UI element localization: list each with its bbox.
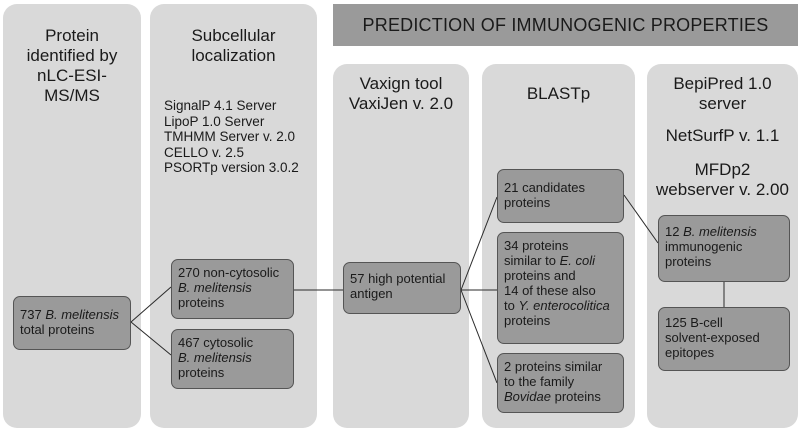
column-protein-identified: Protein identified by nLC-ESI- MS/MS [3, 4, 141, 428]
node-text: similar to [504, 253, 560, 268]
node-text: proteins [665, 254, 712, 269]
node-text-italic: B. melitensis [45, 307, 120, 322]
node-text: 270 non-cytosolic [178, 265, 280, 280]
node-text: 737 [20, 307, 46, 322]
column-protein-title: Protein identified by nLC-ESI- MS/MS [3, 26, 141, 106]
node-text: proteins [504, 195, 551, 210]
node-text-italic: Y. enterocolitica [518, 298, 610, 313]
node-text: to the family [504, 374, 575, 389]
node-text: 12 [665, 224, 684, 239]
node-text: 14 of these also [504, 283, 596, 298]
node-text-italic: E. coli [559, 253, 596, 268]
node-text-italic: B. melitensis [683, 224, 757, 239]
link-antigen-to-bovidae [460, 289, 498, 384]
node-ecoli-similar: 34 proteins similar to E. coli proteins … [497, 232, 624, 344]
node-text: proteins [504, 313, 551, 328]
node-text: antigen [350, 286, 393, 301]
tool-item: LipoP 1.0 Server [164, 113, 265, 129]
node-text: proteins [178, 295, 225, 310]
node-bovidae-similar: 2 proteins similar to the family Bovidae… [497, 353, 624, 413]
column-vaxign-title: Vaxign tool VaxiJen v. 2.0 [333, 74, 469, 114]
link-candidates-to-immunogenic [623, 194, 659, 244]
title-line: Vaxign tool [359, 74, 443, 93]
title-line: BLASTp [526, 84, 591, 103]
tool-item: SignalP 4.1 Server [164, 98, 277, 113]
title-line: nLC-ESI- [37, 66, 107, 85]
title-line: Subcellular [191, 26, 276, 45]
title-line: identified by [26, 46, 118, 65]
node-text: solvent-exposed [665, 330, 760, 345]
link-total-to-noncytosolic [130, 286, 172, 323]
node-text: total proteins [20, 322, 95, 337]
title-line: webserver v. 2.00 [656, 180, 789, 199]
node-text: 125 B-cell [665, 315, 723, 330]
column-netsurfp-title: NetSurfP v. 1.1 [647, 126, 798, 146]
tool-item: PSORTp version 3.0.2 [164, 160, 299, 175]
title-line: VaxiJen v. 2.0 [348, 94, 454, 113]
node-total-proteins: 737 B. melitensis total proteins [13, 296, 131, 350]
title-line: Protein [45, 26, 99, 45]
node-noncytosolic-proteins: 270 non-cytosolic B. melitensis proteins [171, 259, 294, 319]
node-text-italic: B. melitensis [178, 280, 252, 295]
column-blastp-title: BLASTp [482, 84, 635, 104]
node-text: proteins [550, 389, 601, 404]
link-total-to-cytosolic [130, 321, 172, 356]
node-text: proteins and [504, 268, 576, 283]
title-line: BepiPred 1.0 [673, 74, 772, 93]
title-line: MS/MS [44, 86, 100, 105]
column-vaxign: Vaxign tool VaxiJen v. 2.0 [333, 64, 469, 428]
node-text-italic: Bovidae [504, 389, 551, 404]
node-text-italic: B. melitensis [178, 350, 252, 365]
localization-tools-list: SignalP 4.1 Server LipoP 1.0 Server TMHM… [164, 98, 299, 176]
node-21-candidates: 21 candidates proteins [497, 169, 624, 223]
node-immunogenic-proteins: 12 B. melitensis immunogenic proteins [658, 215, 790, 282]
node-cytosolic-proteins: 467 cytosolic B. melitensis proteins [171, 329, 294, 389]
node-text: 2 proteins similar [504, 359, 603, 374]
column-mfdp2-title: MFDp2 webserver v. 2.00 [647, 160, 798, 200]
column-localization-title: Subcellular localization [150, 26, 317, 66]
link-antigen-to-candidates [460, 196, 498, 291]
node-text: 34 proteins [504, 238, 569, 253]
title-line: localization [191, 46, 276, 65]
node-text: proteins [178, 365, 225, 380]
tool-item: TMHMM Server v. 2.0 [164, 129, 296, 144]
tool-item: CELLO v. 2.5 [164, 144, 245, 160]
node-text: to [504, 298, 519, 313]
title-line: server [698, 94, 747, 113]
node-text: epitopes [665, 345, 715, 360]
title-line: MFDp2 [694, 160, 751, 179]
node-bcell-epitopes: 125 B-cell solvent-exposed epitopes [658, 307, 790, 371]
node-high-potential-antigen: 57 high potential antigen [343, 262, 461, 314]
node-text: 21 candidates [504, 180, 585, 195]
node-text: 57 high potential [350, 271, 446, 286]
title-line: NetSurfP v. 1.1 [665, 126, 780, 145]
node-text: immunogenic [665, 239, 743, 254]
column-bepipred-title: BepiPred 1.0 server [647, 74, 798, 114]
node-text: 467 cytosolic [178, 335, 254, 350]
banner-immunogenic-properties: PREDICTION OF IMMUNOGENIC PROPERTIES [333, 4, 798, 46]
